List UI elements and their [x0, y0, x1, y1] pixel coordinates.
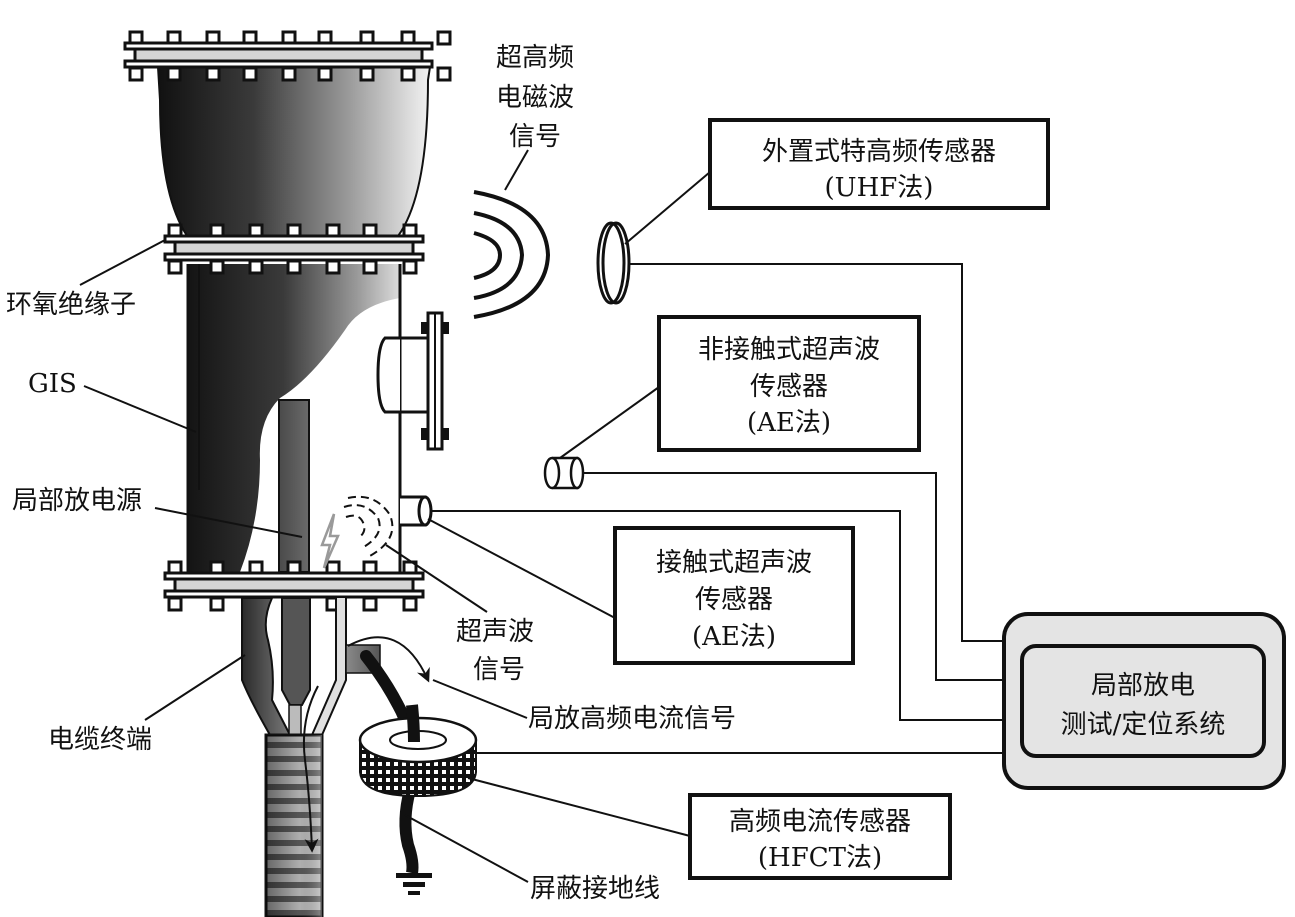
pd-spark-icon	[320, 513, 340, 569]
flange-bolt	[325, 259, 341, 275]
gis-conductor	[278, 399, 310, 573]
svg-text:(HFCT法): (HFCT法)	[758, 843, 882, 873]
gis-upper-tank	[156, 66, 432, 241]
label-ultrasonic-signal: 超声波 信号	[456, 617, 534, 685]
svg-text:(UHF法): (UHF法)	[825, 173, 934, 203]
uhf-sensor	[596, 221, 631, 305]
svg-text:信号: 信号	[509, 122, 561, 152]
svg-text:外置式特高频传感器: 外置式特高频传感器	[762, 137, 996, 167]
flange-bolt	[166, 66, 182, 82]
label-shield-ground-wire: 屏蔽接地线	[530, 874, 660, 904]
svg-text:信号: 信号	[473, 655, 525, 685]
flange-bolt	[359, 66, 375, 82]
cable-termination	[241, 597, 347, 917]
svg-text:高频电流传感器: 高频电流传感器	[729, 807, 911, 837]
svg-text:超声波: 超声波	[456, 617, 534, 647]
label-pd-source: 局部放电源	[12, 486, 142, 516]
hfct-sensor-box: 高频电流传感器 (HFCT法)	[688, 793, 952, 880]
gis-body	[186, 264, 402, 573]
flange-bolt	[281, 66, 297, 82]
gis-side-port	[376, 311, 449, 451]
flange-bolt	[286, 259, 302, 275]
flange-bolt	[400, 66, 416, 82]
flange-bolt	[128, 66, 144, 82]
hf-current-arrow	[347, 636, 430, 683]
ground-icon	[396, 873, 432, 895]
flange-bolt	[167, 259, 183, 275]
svg-text:超高频: 超高频	[496, 43, 574, 73]
flange-bolt	[317, 66, 333, 82]
svg-text:电磁波: 电磁波	[496, 83, 574, 113]
current-flow-arrow	[302, 685, 319, 853]
flange-bolt	[209, 259, 225, 275]
label-gis: GIS	[28, 369, 77, 399]
flange-bolt	[209, 596, 225, 612]
label-epoxy-insulator: 环氧绝缘子	[6, 290, 136, 320]
svg-text:接触式超声波: 接触式超声波	[656, 548, 812, 578]
flange-bolt	[402, 596, 418, 612]
label-uhf-signal: 超高频 电磁波 信号	[496, 43, 574, 152]
svg-text:局部放电: 局部放电	[1091, 671, 1195, 701]
svg-text:(AE法): (AE法)	[692, 622, 776, 652]
svg-text:(AE法): (AE法)	[747, 408, 831, 438]
ae-noncontact-sensor	[543, 456, 585, 490]
ultrasonic-wave-icon	[343, 495, 394, 558]
flange-bolt	[402, 259, 418, 275]
label-pd-hf-current-signal: 局放高频电流信号	[528, 704, 736, 734]
signal-wires	[430, 263, 1004, 754]
flange-bolt	[362, 596, 378, 612]
flange-bolt	[205, 66, 221, 82]
upper-flange-epoxy-insulator	[163, 223, 425, 275]
svg-text:传感器: 传感器	[750, 372, 828, 402]
leader-lines	[79, 149, 711, 883]
top-flange	[123, 30, 452, 82]
ae-noncontact-sensor-box: 非接触式超声波 传感器 (AE法)	[657, 315, 921, 452]
ae-contact-sensor-box: 接触式超声波 传感器 (AE法)	[613, 526, 855, 665]
svg-text:传感器: 传感器	[695, 585, 773, 615]
hfct-sensor	[358, 704, 478, 798]
flange-bolt	[362, 259, 378, 275]
flange-bolt	[436, 30, 452, 46]
flange-bolt	[436, 66, 452, 82]
flange-bolt	[167, 596, 183, 612]
ae-contact-sensor	[400, 495, 433, 527]
uhf-wave-icon	[473, 190, 551, 319]
svg-text:测试/定位系统: 测试/定位系统	[1061, 710, 1226, 740]
label-cable-termination: 电缆终端	[48, 725, 152, 755]
pd-test-location-system: 局部放电 测试/定位系统	[1002, 612, 1286, 790]
flange-bolt	[242, 66, 258, 82]
flange-bolt	[248, 259, 264, 275]
uhf-sensor-box: 外置式特高频传感器 (UHF法)	[708, 118, 1050, 210]
svg-text:非接触式超声波: 非接触式超声波	[698, 335, 880, 365]
